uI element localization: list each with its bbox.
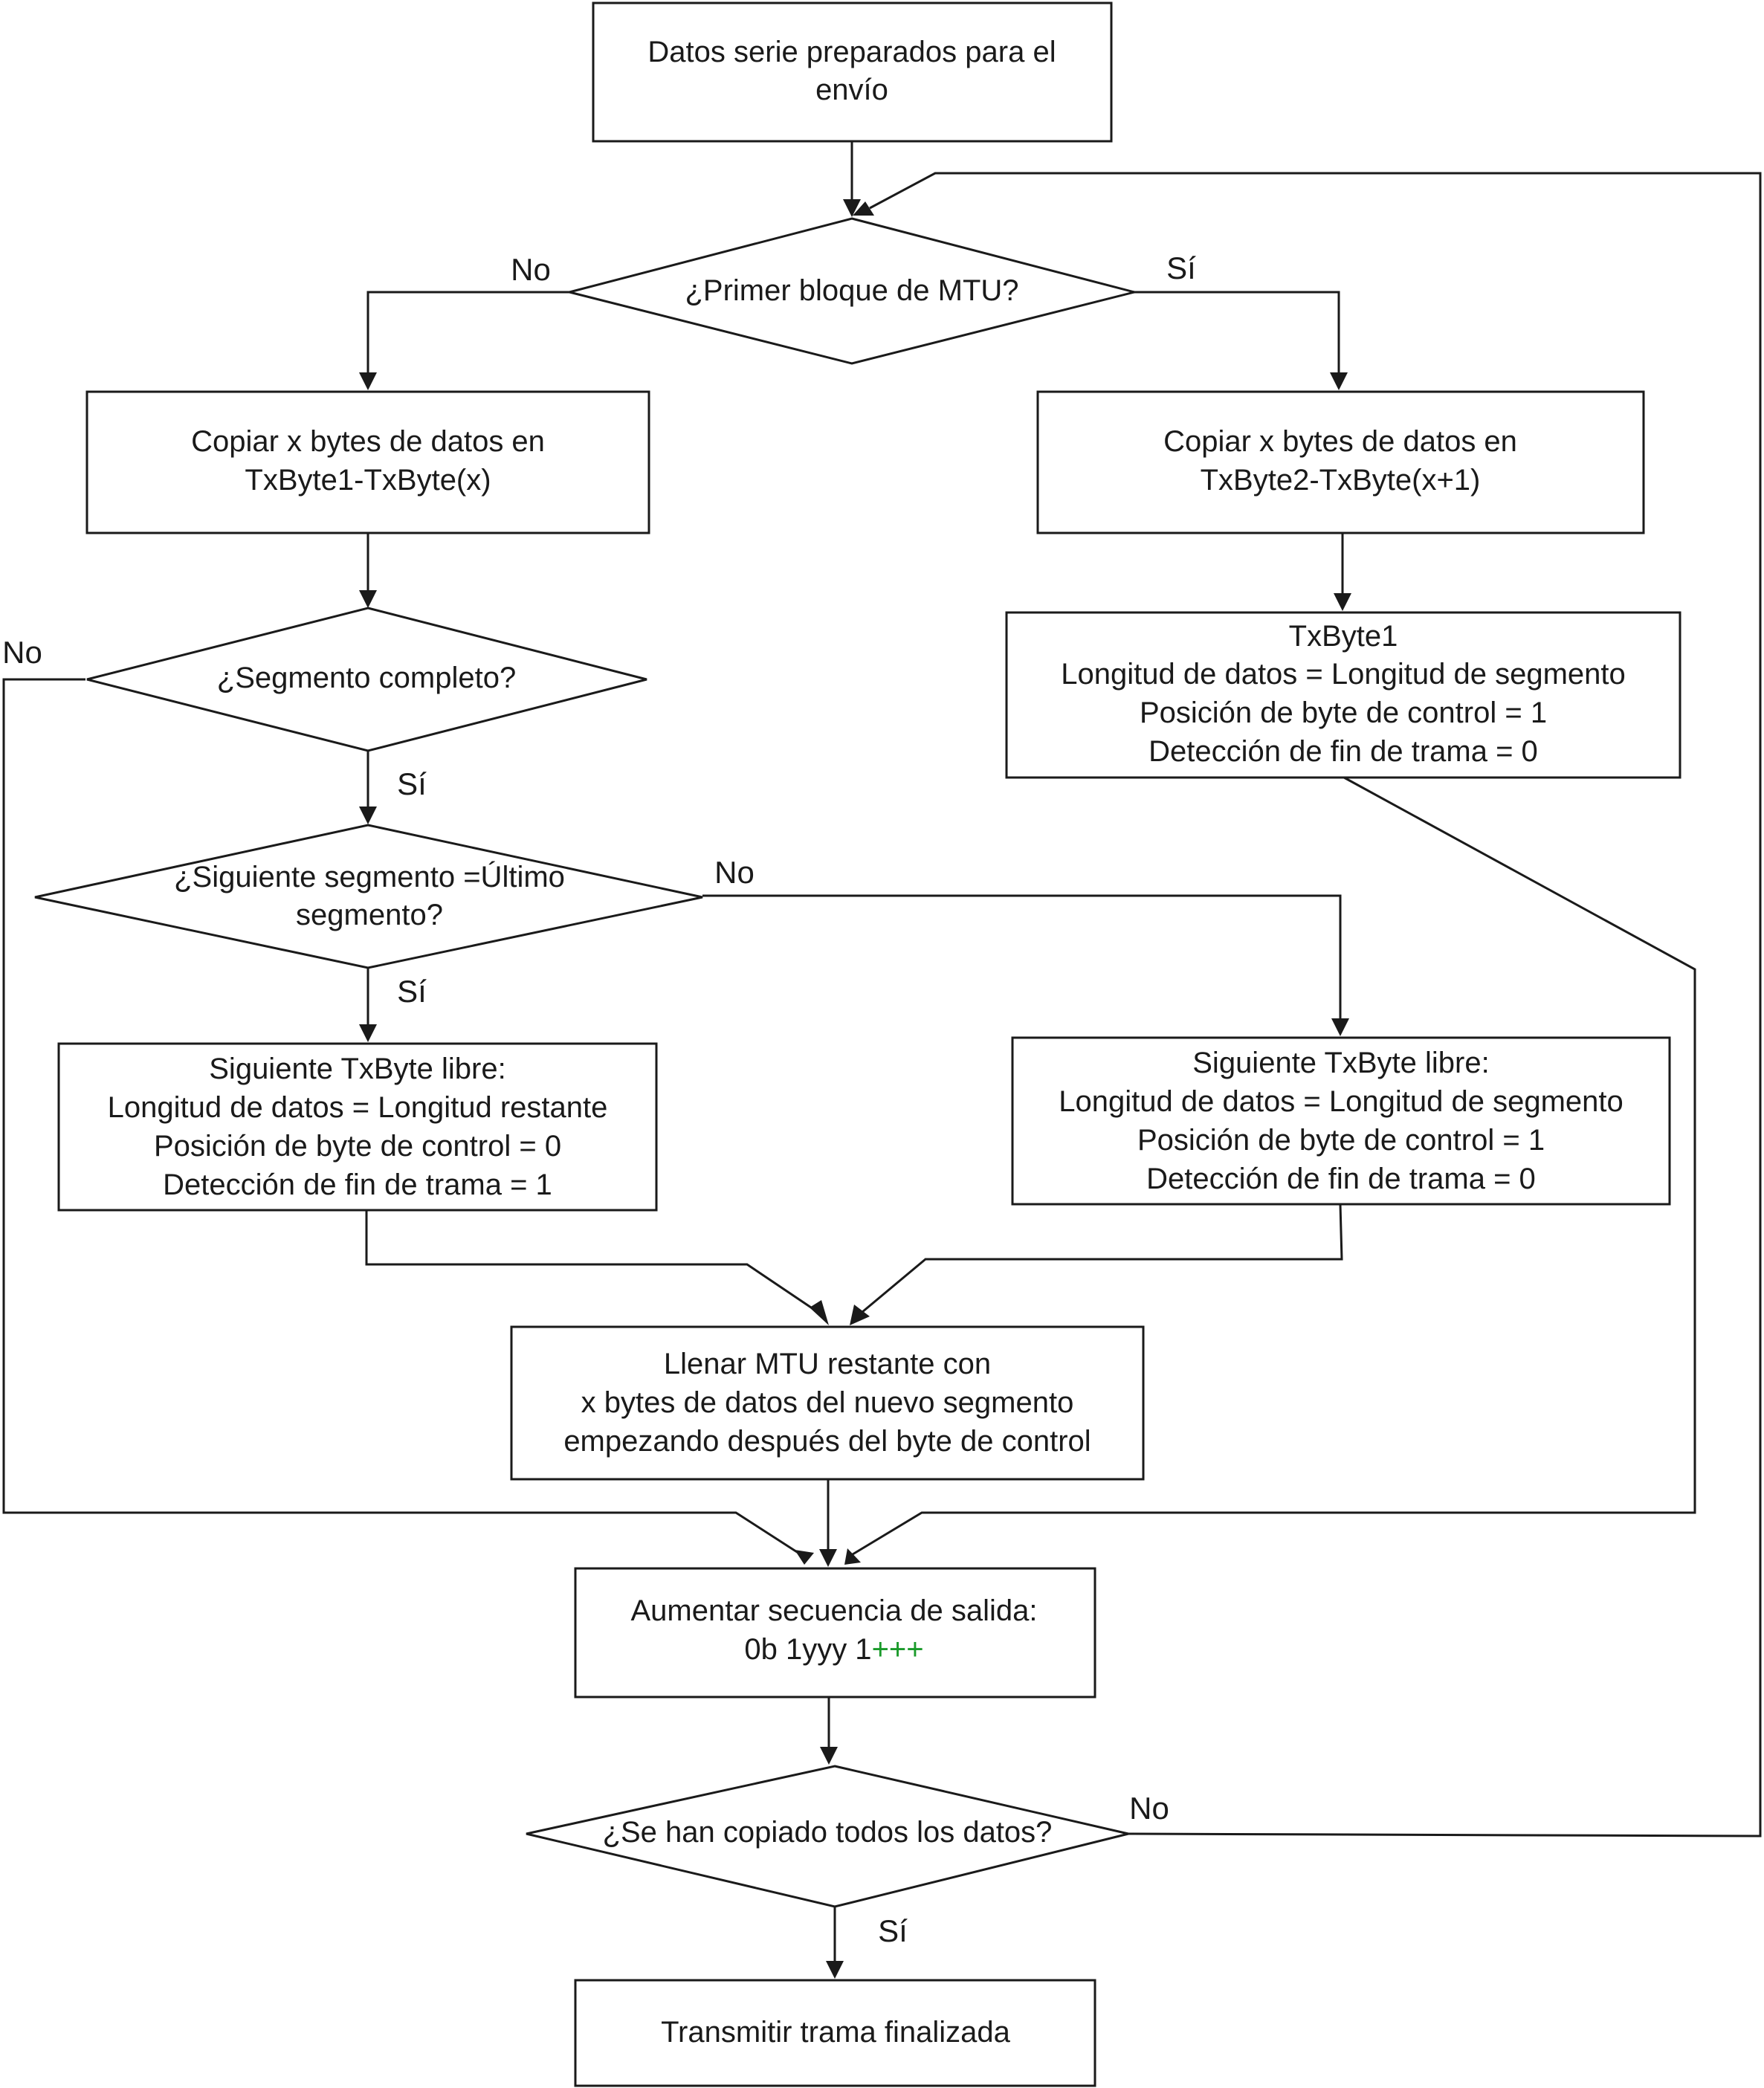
first-block-decision: ¿Primer bloque de MTU?	[569, 217, 1135, 365]
arrowhead	[359, 1024, 377, 1042]
segment-no-label: No	[2, 635, 42, 670]
segment-complete-decision: ¿Segmento completo?	[86, 607, 647, 752]
increment-box: Aumentar secuencia de salida: 0b 1yyy 1+…	[574, 1567, 1096, 1698]
edge-free-mid-to-fill	[862, 1203, 1343, 1313]
connectors	[2, 141, 1762, 1979]
arrowhead	[853, 201, 874, 216]
arrowhead	[359, 807, 377, 824]
arrowhead	[795, 1550, 814, 1565]
next-free-last-line-2: Longitud de datos = Longitud restante	[108, 1091, 608, 1124]
transmit-box: Transmitir trama finalizada	[574, 1979, 1096, 2087]
fill-mtu-box: Llenar MTU restante con x bytes de datos…	[510, 1325, 1145, 1481]
txbyte1-line-4: Detección de fin de trama = 0	[1148, 735, 1538, 768]
txbyte1-line-2: Longitud de datos = Longitud de segmento	[1061, 658, 1626, 691]
txbyte1-box: TxByte1 Longitud de datos = Longitud de …	[1005, 611, 1681, 779]
arrowhead	[810, 1300, 829, 1325]
fill-mtu-line-1: Llenar MTU restante con	[664, 1348, 991, 1380]
copy-right-box: Copiar x bytes de datos en TxByte2-TxByt…	[1036, 390, 1645, 534]
copy-left-line-2: TxByte1-TxByte(x)	[245, 464, 491, 497]
next-last-line-2: segmento?	[296, 899, 443, 931]
arrowhead	[359, 590, 377, 608]
next-free-last-line-4: Detección de fin de trama = 1	[163, 1169, 552, 1201]
edge-first-no	[366, 291, 569, 374]
next-last-decision: ¿Siguiente segmento =Último segmento?	[34, 824, 703, 969]
first-no-label: No	[511, 252, 551, 287]
edge-txbyte1-to-merge	[852, 776, 1696, 1556]
start-box: Datos serie preparados para el envío	[592, 1, 1113, 143]
next-free-mid-box: Siguiente TxByte libre: Longitud de dato…	[1011, 1036, 1671, 1206]
next-free-mid-line-1: Siguiente TxByte libre:	[1192, 1047, 1489, 1079]
edge-all-no	[869, 172, 1762, 1837]
arrowhead	[843, 199, 861, 217]
arrowhead	[844, 1548, 861, 1565]
first-yes-label: Sí	[1166, 251, 1196, 285]
branch-labels: No Sí No Sí No Sí No Sí	[2, 251, 1196, 1948]
all-copied-decision: ¿Se han copiado todos los datos?	[526, 1765, 1129, 1908]
copy-left-box: Copiar x bytes de datos en TxByte1-TxByt…	[85, 390, 650, 534]
copy-left-line-1: Copiar x bytes de datos en	[191, 425, 545, 458]
increment-line-2: 0b 1yyy 1+++	[744, 1633, 923, 1666]
all-copied-text: ¿Se han copiado todos los datos?	[603, 1816, 1053, 1849]
increment-sequence: 0b 1yyy 1	[744, 1633, 871, 1666]
arrowhead	[819, 1549, 837, 1567]
edge-next-no	[702, 894, 1342, 1020]
next-last-line-1: ¿Siguiente segmento =Último	[174, 860, 565, 893]
txbyte1-line-1: TxByte1	[1289, 620, 1398, 653]
next-free-last-box: Siguiente TxByte libre: Longitud de dato…	[57, 1042, 658, 1212]
increment-line-1: Aumentar secuencia de salida:	[631, 1594, 1038, 1627]
start-box-line-2: envío	[815, 74, 888, 106]
next-free-mid-line-4: Detección de fin de trama = 0	[1146, 1163, 1536, 1195]
segment-complete-text: ¿Segmento completo?	[217, 662, 516, 694]
copy-right-line-2: TxByte2-TxByte(x+1)	[1201, 464, 1481, 497]
segment-yes-label: Sí	[397, 766, 427, 801]
arrowhead	[820, 1747, 838, 1765]
fill-mtu-line-2: x bytes de datos del nuevo segmento	[581, 1386, 1074, 1419]
arrowhead	[1330, 372, 1348, 390]
start-box-line-1: Datos serie preparados para el	[647, 36, 1056, 68]
fill-mtu-line-3: empezando después del byte de control	[563, 1425, 1091, 1458]
next-free-mid-line-2: Longitud de datos = Longitud de segmento	[1059, 1085, 1624, 1118]
edge-segment-no	[2, 678, 804, 1557]
first-block-text: ¿Primer bloque de MTU?	[685, 274, 1018, 307]
next-no-label: No	[714, 855, 755, 890]
txbyte1-line-3: Posición de byte de control = 1	[1140, 696, 1547, 729]
copy-right-line-1: Copiar x bytes de datos en	[1163, 425, 1517, 458]
arrowhead	[850, 1305, 870, 1325]
edge-free-last-to-fill	[365, 1210, 818, 1313]
increment-plus-signs: +++	[872, 1633, 924, 1666]
edge-first-yes	[1134, 291, 1340, 374]
arrowhead	[1334, 593, 1351, 611]
arrowhead	[1331, 1018, 1349, 1036]
arrowhead	[826, 1961, 844, 1979]
all-yes-label: Sí	[878, 1913, 908, 1948]
transmit-text: Transmitir trama finalizada	[661, 2016, 1011, 2049]
next-free-last-line-3: Posición de byte de control = 0	[154, 1130, 561, 1163]
next-free-last-line-1: Siguiente TxByte libre:	[209, 1053, 505, 1085]
all-no-label: No	[1129, 1791, 1169, 1826]
next-yes-label: Sí	[397, 974, 427, 1009]
next-free-mid-line-3: Posición de byte de control = 1	[1137, 1124, 1545, 1157]
arrowhead	[359, 372, 377, 390]
